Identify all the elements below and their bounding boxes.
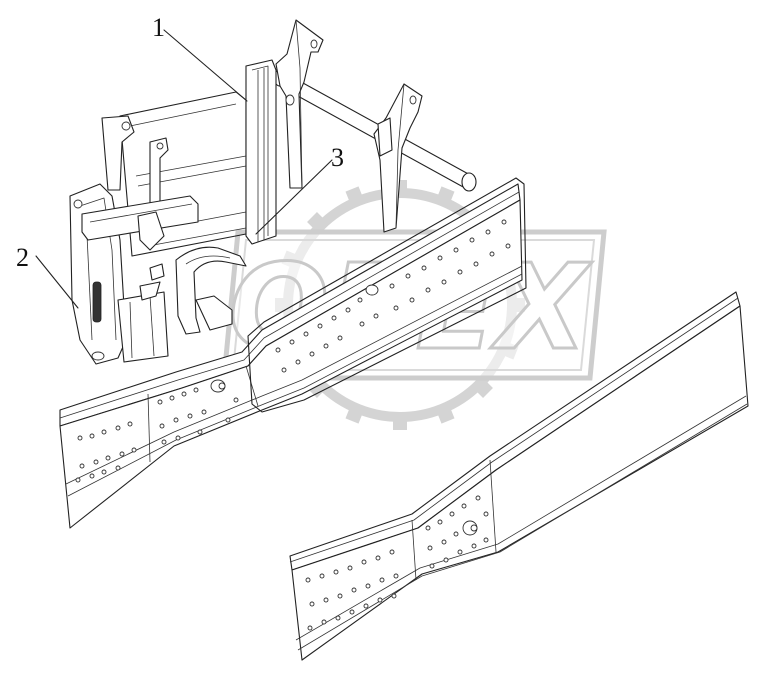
rear-crossmember-assembly [119, 19, 477, 257]
callout-2-label: 2 [16, 243, 29, 272]
vertical-channel-part-1 [245, 59, 277, 245]
upper-frame-rail [59, 177, 527, 529]
curved-pipe-part-3 [175, 246, 247, 335]
watermark-gear-icon [275, 180, 525, 430]
reinforcement-plate [247, 177, 527, 413]
lower-frame-rail [289, 291, 749, 661]
callout-3-label: 3 [331, 143, 344, 172]
callout-2: 2 [16, 243, 79, 309]
rail-hole-pattern-left [75, 387, 239, 483]
cross-pipe [275, 71, 473, 189]
front-crossbar [81, 195, 199, 363]
rail-hole-pattern-right [275, 219, 511, 373]
callout-1-label: 1 [152, 13, 165, 42]
callout-3: 3 [255, 143, 344, 235]
lower-rail-hole-pattern [305, 495, 489, 631]
callout-1: 1 [152, 13, 248, 102]
